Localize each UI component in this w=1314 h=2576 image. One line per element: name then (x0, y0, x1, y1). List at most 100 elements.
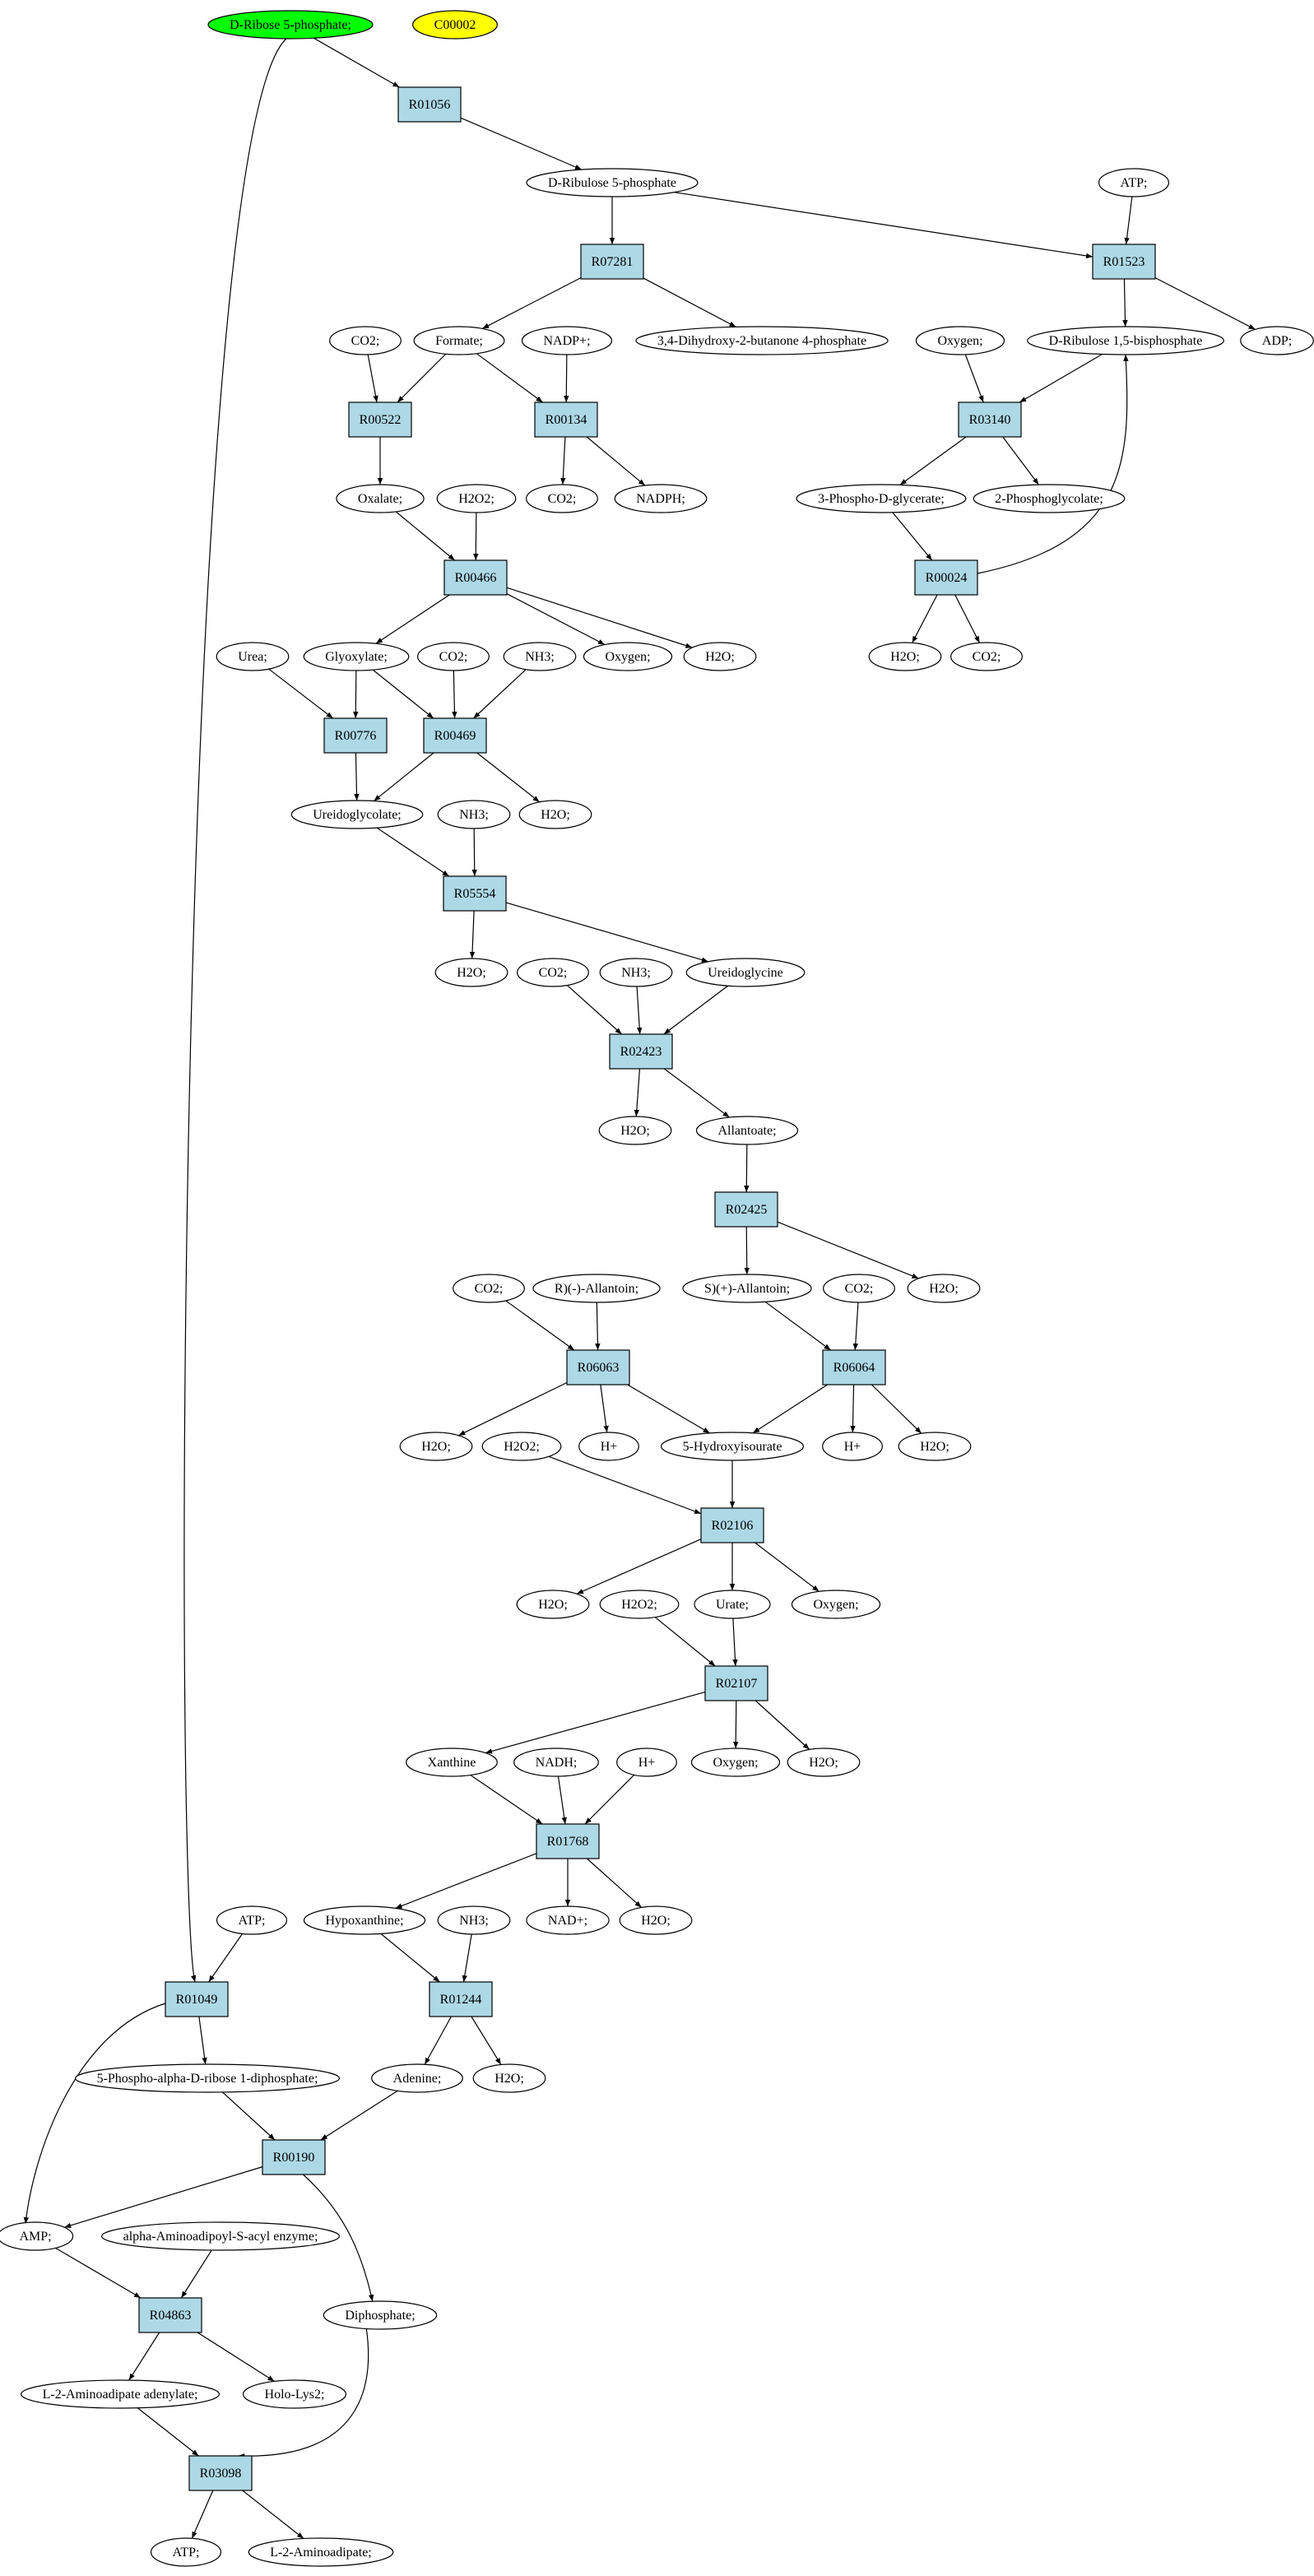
edge-arrow (1124, 196, 1133, 245)
compound-node: H2O; (516, 1590, 590, 1619)
reaction-box (580, 244, 644, 280)
edge-arrow (303, 2174, 374, 2302)
compound-ellipse (437, 800, 511, 829)
edge-arrow (462, 1933, 472, 1983)
compound-label: CO2; (973, 650, 1001, 664)
reaction-node: R00469 (423, 717, 487, 754)
compound-node: 5-Hydroxyisourate (660, 1432, 805, 1461)
compound-node: S)(+)-Allantoin; (682, 1274, 812, 1303)
compound-node: Oxalate; (336, 484, 425, 513)
reaction-box (262, 2139, 326, 2175)
edge-arrow (654, 1617, 716, 1667)
compound-label: H+ (601, 1440, 618, 1454)
compound-label: NADPH; (636, 492, 685, 506)
compound-ellipse (526, 1905, 610, 1935)
reaction-label: R00466 (455, 571, 497, 585)
compound-ellipse (915, 326, 1005, 355)
reaction-box (423, 717, 487, 754)
compound-ellipse (150, 2537, 222, 2567)
compound-ellipse (868, 642, 942, 671)
edge-arrow (587, 1858, 643, 1908)
compound-label: Allantoate; (717, 1124, 776, 1138)
compound-node: CO2; (950, 642, 1023, 671)
compound-label: H2O; (538, 1598, 568, 1612)
reaction-node: R01768 (536, 1823, 600, 1859)
edge-arrow (912, 594, 938, 643)
compound-ellipse (791, 1590, 881, 1619)
compound-node: NH3; (599, 958, 673, 987)
compound-label: R)(-)-Allantoin; (555, 1282, 638, 1296)
compound-ellipse (290, 800, 424, 829)
reaction-box (566, 1349, 630, 1385)
edge-arrow (397, 353, 447, 403)
compound-label: ATP; (173, 2546, 200, 2560)
compound-node: H2O; (619, 1905, 693, 1935)
compound-ellipse (453, 1274, 525, 1303)
compound-label: Formate; (435, 334, 483, 348)
edge-arrow (424, 2016, 452, 2065)
compound-ellipse (336, 484, 425, 513)
compound-node: L-2-Aminoadipate adenylate; (20, 2379, 221, 2409)
reaction-box (323, 717, 388, 754)
compound-node: H2O2; (599, 1590, 680, 1619)
reaction-node: R03140 (958, 401, 1022, 438)
compound-label: D-Ribose 5-phosphate; (230, 18, 351, 32)
compound-label: NH3; (459, 808, 489, 822)
edge-arrow (892, 512, 933, 561)
reaction-box (397, 86, 462, 123)
edge-arrow (1154, 277, 1256, 330)
compound-label: NH3; (525, 650, 555, 664)
reaction-label: R01049 (176, 1993, 218, 2007)
edge-arrow (576, 1539, 702, 1594)
compound-label: Oxygen; (937, 334, 982, 348)
edge-arrow (506, 593, 606, 646)
compound-label: D-Ribulose 1,5-bisphosphate (1049, 334, 1203, 348)
compound-label: 2-Phosphoglycolate; (995, 492, 1103, 506)
edge-arrow (1122, 278, 1128, 327)
reaction-box (958, 401, 1022, 438)
edge-arrow (128, 2332, 160, 2381)
edge-arrow (964, 354, 984, 403)
compound-label: CO2; (548, 492, 577, 506)
compound-label: Oxalate; (358, 492, 402, 506)
reaction-label: R03140 (969, 413, 1011, 427)
edge-arrow (627, 1384, 710, 1434)
compound-ellipse (619, 1905, 693, 1935)
reaction-node: R07281 (580, 244, 644, 280)
compound-label: ATP; (239, 1914, 266, 1928)
edge-arrow (476, 752, 540, 803)
compound-ellipse (517, 958, 589, 987)
edge-arrow (372, 669, 434, 719)
reaction-label: R00190 (273, 2151, 315, 2165)
compound-node: NH3; (503, 642, 577, 671)
compound-label: Glyoxylate; (325, 650, 388, 664)
reaction-label: R04863 (150, 2309, 192, 2323)
compound-ellipse (682, 1274, 812, 1303)
compound-label: H2O; (890, 650, 920, 664)
compound-node: AMP; (0, 2221, 74, 2251)
compound-ellipse (1240, 326, 1314, 355)
edge-arrow (584, 1774, 635, 1825)
compound-node: Oxygen; (915, 326, 1005, 355)
compound-ellipse (695, 1116, 799, 1145)
edge-arrow (506, 587, 693, 648)
compound-label: S)(+)-Allantoin; (704, 1282, 790, 1296)
edge-arrow (586, 436, 646, 486)
compound-node: H2O; (472, 2063, 546, 2093)
compound-node: ATP; (216, 1905, 288, 1935)
compound-label: H2O; (920, 1440, 950, 1454)
edge-arrow (191, 2490, 214, 2539)
compound-node: H2O; (399, 1432, 473, 1461)
compound-label: H2O2; (458, 492, 494, 506)
compound-label: Diphosphate; (345, 2309, 415, 2323)
reaction-label: R01768 (547, 1835, 589, 1849)
compound-node: H2O; (907, 1274, 981, 1303)
compound-node: Hypoxanthine; (303, 1905, 426, 1935)
compound-ellipse (303, 642, 410, 671)
reaction-node: R06064 (822, 1349, 886, 1385)
compound-ellipse (412, 10, 498, 39)
compound-ellipse (690, 1748, 781, 1777)
edge-arrow (395, 511, 456, 561)
compound-node: L-2-Aminoadipate; (248, 2537, 394, 2567)
compound-label: 5-Hydroxyisourate (683, 1440, 782, 1454)
